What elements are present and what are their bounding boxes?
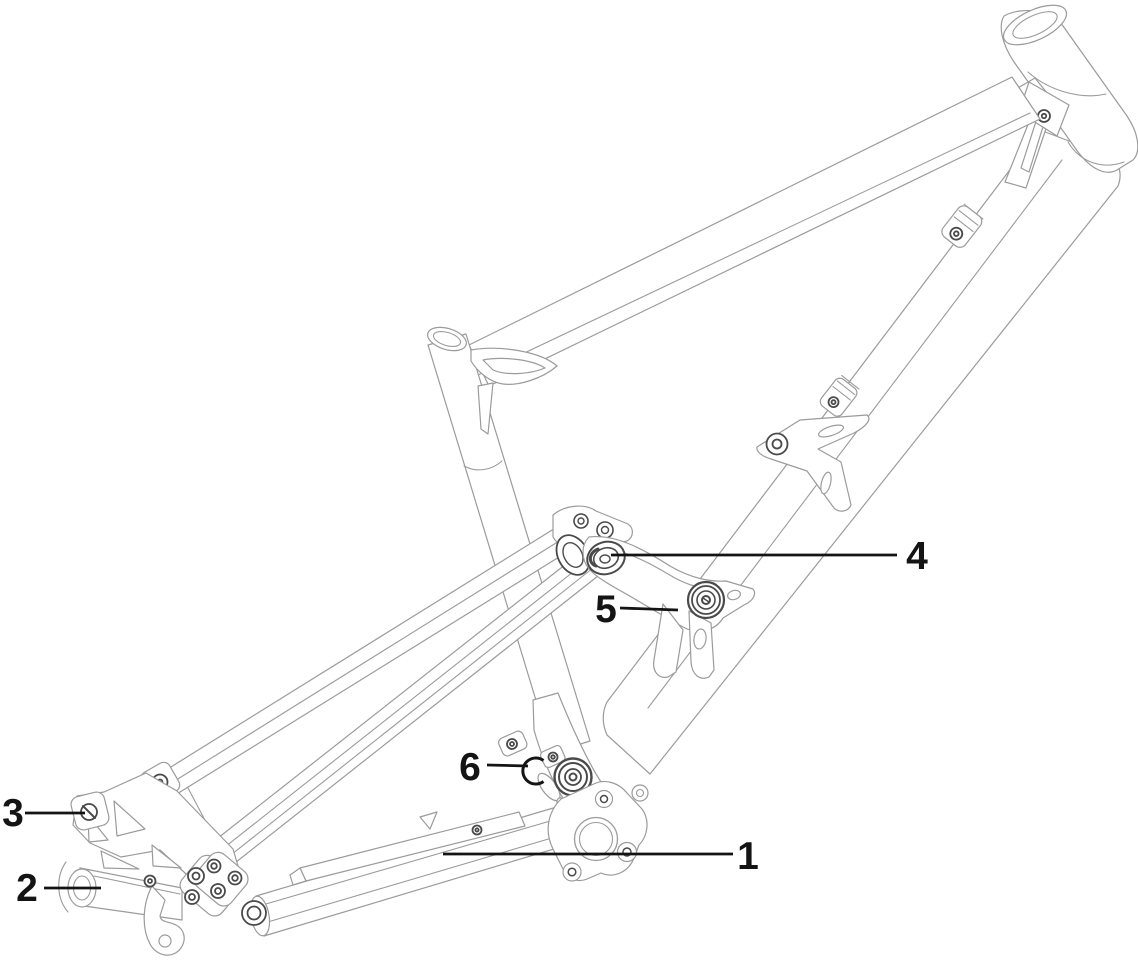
bb-shell <box>573 816 619 862</box>
callout-1-label: 1 <box>737 835 759 878</box>
down-tube-cable-guide <box>756 414 870 512</box>
callouts: 1 2 3 4 5 6 <box>2 535 928 910</box>
callout-6-label: 6 <box>459 746 481 789</box>
callout-5-label: 5 <box>595 588 617 631</box>
dropout-cluster <box>58 772 267 956</box>
down-tube <box>602 129 1121 775</box>
main-pivot-bearing <box>553 757 593 797</box>
callout-6-leader <box>486 763 529 768</box>
main-pivot-snap-ring <box>521 756 545 786</box>
callout-4-label: 4 <box>906 535 928 578</box>
derailleur-hanger <box>143 885 185 956</box>
callout-5-leader <box>619 606 679 612</box>
bottom-bracket-cluster <box>498 692 649 882</box>
callout-2-label: 2 <box>16 867 38 910</box>
cable-clamp-upper <box>941 203 984 248</box>
callout-3-label: 3 <box>2 792 24 835</box>
top-tube-gusset <box>470 347 558 435</box>
rocker-link <box>552 505 756 679</box>
lower-link-bearing <box>686 580 726 620</box>
cable-clamp-mid <box>819 374 860 417</box>
chainstay <box>249 805 575 937</box>
head-tube <box>1000 4 1138 173</box>
